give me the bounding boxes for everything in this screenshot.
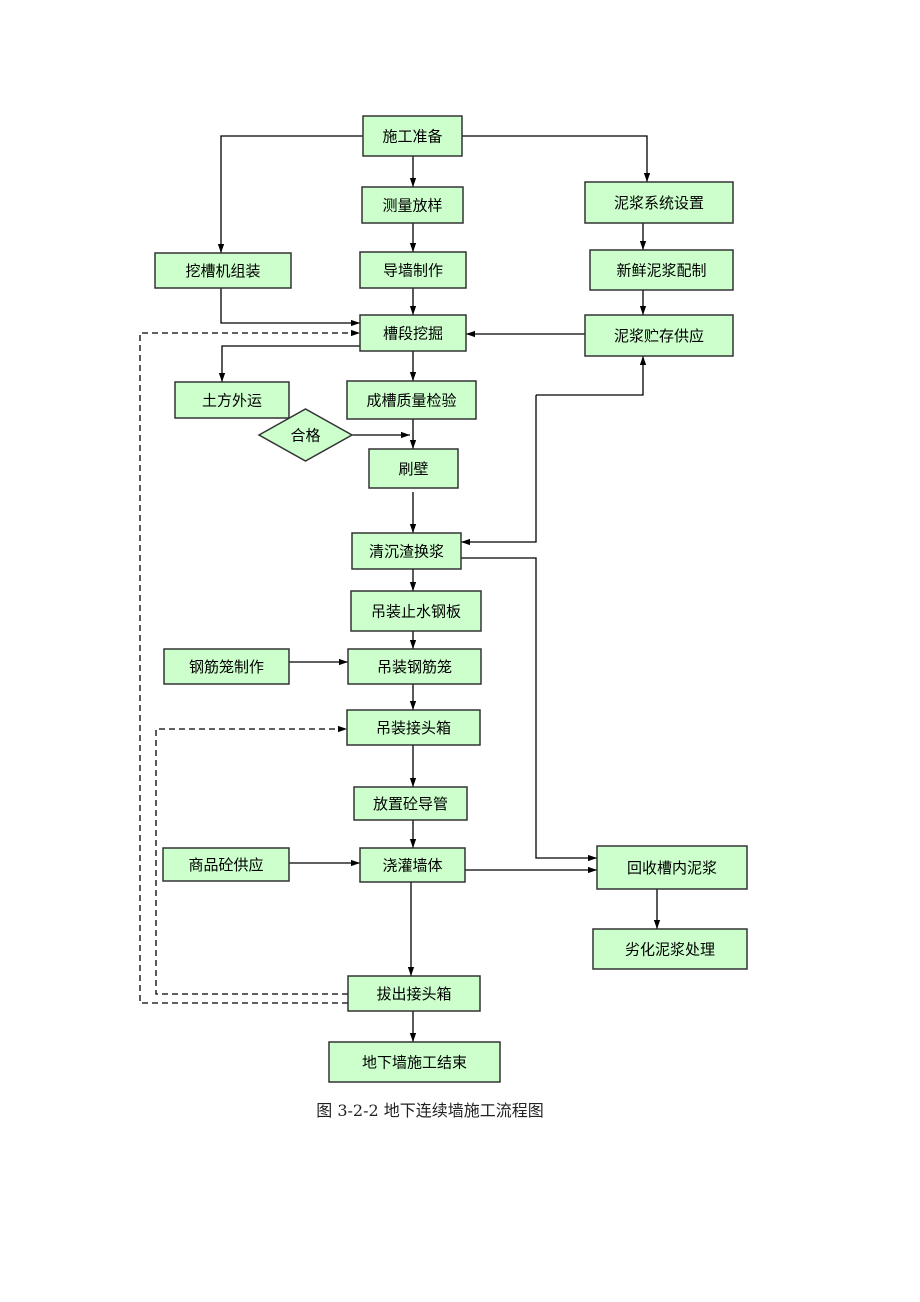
edges [139, 135, 661, 1042]
process-box [359, 847, 466, 883]
process-box [328, 1041, 501, 1083]
edge-joint-pull-to-joint-lift [155, 725, 348, 995]
process-box [584, 181, 734, 224]
node-label: 成槽质量检验 [366, 392, 456, 410]
node-label: 刷壁 [398, 460, 428, 478]
edge-prep-to-excavator [217, 135, 363, 253]
node-label: 地下墙施工结束 [362, 1054, 467, 1072]
node-label: 施工准备 [382, 128, 442, 146]
process-box [361, 186, 464, 224]
node-guide-wall: 导墙制作 [359, 251, 467, 289]
edge-prep-to-slurry-setup [462, 135, 651, 182]
process-box [362, 115, 463, 157]
node-label: 挖槽机组装 [185, 262, 260, 280]
node-label: 土方外运 [202, 392, 262, 410]
node-recover: 回收槽内泥浆 [596, 845, 748, 890]
node-label: 吊装接头箱 [376, 719, 451, 737]
node-earth: 土方外运 [174, 381, 290, 419]
node-label: 新鲜泥浆配制 [616, 262, 706, 280]
process-box [350, 590, 482, 632]
node-label: 清沉渣换浆 [369, 543, 444, 561]
decision-diamond [257, 408, 354, 462]
process-box [584, 314, 734, 357]
node-label: 浇灌墙体 [382, 857, 442, 875]
process-box [589, 249, 734, 291]
node-cage-lift: 吊装钢筋笼 [347, 648, 482, 685]
node-slurry-store: 泥浆贮存供应 [584, 314, 734, 357]
node-joint-pull: 拔出接头箱 [347, 975, 481, 1012]
node-label: 拔出接头箱 [376, 985, 451, 1003]
node-end: 地下墙施工结束 [328, 1041, 501, 1083]
node-tremie: 放置砼导管 [353, 786, 468, 821]
process-box [346, 380, 477, 420]
process-box [174, 381, 290, 419]
node-label: 泥浆贮存供应 [614, 327, 704, 345]
node-survey: 测量放样 [361, 186, 464, 224]
node-label: 导墙制作 [383, 262, 443, 280]
node-brush: 刷壁 [368, 448, 459, 489]
figure-caption: 图 3-2-2 地下连续墙施工流程图 [316, 1101, 544, 1120]
edge-clean-to-slurry-store [536, 356, 647, 396]
process-box [592, 928, 748, 970]
node-joint-lift: 吊装接头箱 [346, 709, 481, 746]
node-degraded: 劣化泥浆处理 [592, 928, 748, 970]
process-box [347, 648, 482, 685]
edge-clean-to-recover [461, 557, 597, 862]
node-label: 钢筋笼制作 [189, 658, 264, 676]
edge-slurry-return-to-clean [461, 395, 537, 546]
node-pass: 合格 [257, 408, 354, 462]
process-box [353, 786, 468, 821]
node-label: 测量放样 [382, 197, 442, 215]
process-box [163, 648, 290, 685]
node-slurry-setup: 泥浆系统设置 [584, 181, 734, 224]
node-label: 劣化泥浆处理 [625, 941, 715, 959]
node-label: 泥浆系统设置 [614, 194, 704, 212]
process-box [351, 532, 462, 570]
node-label: 吊装止水钢板 [371, 603, 461, 621]
node-clean: 清沉渣换浆 [351, 532, 462, 570]
process-box [368, 448, 459, 489]
process-box [154, 252, 292, 289]
node-fresh-slurry: 新鲜泥浆配制 [589, 249, 734, 291]
process-box [346, 709, 481, 746]
edge-excavator-to-excavate [220, 288, 360, 327]
node-label: 合格 [290, 427, 320, 445]
node-steel-plate: 吊装止水钢板 [350, 590, 482, 632]
node-label: 槽段挖掘 [383, 325, 443, 343]
node-label: 回收槽内泥浆 [627, 859, 717, 877]
edge-joint-pull-to-excavate [139, 329, 360, 1004]
node-excavate: 槽段挖掘 [359, 314, 467, 352]
process-box [596, 845, 748, 890]
process-box [347, 975, 481, 1012]
process-box [359, 314, 467, 352]
node-concrete-supply: 商品砼供应 [162, 847, 290, 882]
node-excavator: 挖槽机组装 [154, 252, 292, 289]
process-box [162, 847, 290, 882]
process-box [359, 251, 467, 289]
node-cage-make: 钢筋笼制作 [163, 648, 290, 685]
node-pour: 浇灌墙体 [359, 847, 466, 883]
edge-excavate-to-earth [218, 345, 360, 382]
node-inspect: 成槽质量检验 [346, 380, 477, 420]
node-label: 商品砼供应 [188, 856, 263, 874]
node-label: 吊装钢筋笼 [377, 658, 452, 676]
node-label: 放置砼导管 [373, 795, 448, 813]
node-prep: 施工准备 [362, 115, 463, 157]
